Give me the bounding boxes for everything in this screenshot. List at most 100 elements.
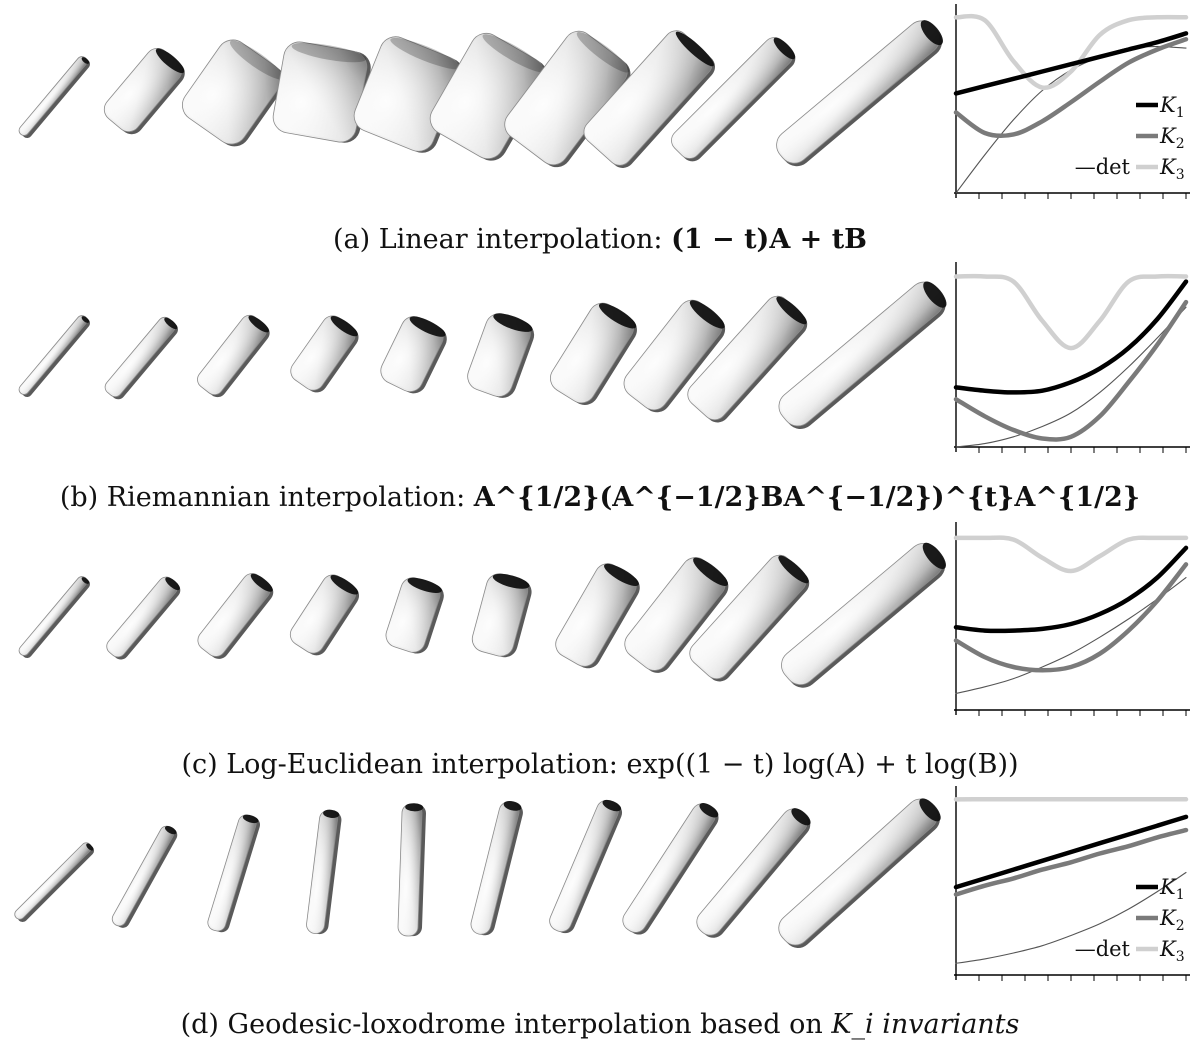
glyph-end-cap [250,573,273,592]
tensor-glyph-d-10 [778,798,941,949]
caption-b: (b) Riemannian interpolation: A^{1/2}(A^… [60,482,1140,513]
glyph-highlight [292,577,354,651]
tensor-glyph-a-2 [103,47,185,135]
glyph-highlight [106,50,180,130]
tensor-glyph-d-4 [306,809,342,935]
glyph-end-cap [923,281,947,308]
glyph-highlight [781,284,941,424]
glyph-highlight [382,318,442,390]
tensor-glyph-d-7 [549,799,623,934]
tensor-glyph-d-5 [397,803,426,937]
glyph-end-cap [773,37,796,60]
caption-d: (d) Geodesic-loxodrome interpolation bas… [181,1009,1020,1040]
glyph-end-cap [693,557,728,587]
legend-label-k3: K3 [1159,155,1185,183]
series-line-k1 [953,814,1189,890]
glyph-highlight [557,565,635,665]
caption-b-lead: (b) Riemannian interpolation: [60,482,474,513]
glyph-highlight [551,802,617,930]
legend-label-det: —det [1075,937,1131,961]
glyph-end-cap [922,542,946,570]
glyph-row-a [18,20,943,168]
glyph-end-cap [248,315,269,333]
glyph-row-b [18,281,947,429]
invariant-plot-b [953,262,1190,453]
glyph-highlight [691,557,805,677]
glyph-end-cap [920,20,943,46]
series-line-k3 [953,535,1189,574]
glyph-highlight [292,318,354,388]
caption-a-formula: (1 − t)A + tB [671,224,867,255]
legend-label-k2: K2 [1159,906,1185,934]
glyph-end-cap [492,573,530,589]
tensor-glyph-a-9 [671,37,796,162]
glyph-highlight [274,44,366,140]
tensor-glyph-b-3 [197,314,270,398]
tensor-glyph-b-8 [623,299,726,413]
tensor-glyph-b-9 [687,295,808,423]
tensor-glyph-d-2 [111,825,178,928]
glyph-end-cap [482,34,546,73]
glyph-highlight [184,42,280,142]
series-line-det [955,871,1187,964]
caption-c: (c) Log-Euclidean interpolation: exp((1 … [181,749,1018,780]
tensor-glyph-d-6 [470,801,523,936]
tensor-glyph-c-8 [624,557,729,673]
tensor-glyph-c-5 [385,577,444,654]
tensor-glyph-b-1 [18,315,90,398]
glyph-end-cap [155,48,185,74]
glyph-end-cap [675,31,714,67]
glyph-highlight [780,801,936,943]
series-line-k3 [953,273,1189,351]
glyph-end-cap [81,577,90,584]
legend-sub-k2: 2 [1176,136,1185,152]
glyph-end-cap [81,316,90,323]
glyph-end-cap [689,300,725,329]
glyph-end-cap [229,40,284,80]
glyph-end-cap [165,577,180,591]
tensor-glyph-b-5 [380,315,447,394]
caption-c-formula: exp((1 − t) log(A) + t log(B)) [626,749,1018,780]
glyph-highlight [108,579,176,655]
tensor-glyph-d-8 [622,803,719,935]
series-line-det [955,306,1187,448]
tensor-glyph-b-2 [104,316,178,400]
glyph-highlight [387,579,439,651]
tensor-glyph-c-3 [197,573,274,659]
legend-label-k1: K1 [1159,875,1185,903]
glyph-highlight [778,22,938,162]
glyph-highlight [20,317,86,393]
glyph-highlight [472,803,518,933]
glyph-end-cap [390,37,461,70]
glyph-end-cap [919,798,941,822]
series-line-k2 [953,37,1189,139]
glyph-end-cap [86,843,94,851]
glyph-highlight [209,817,255,929]
tensor-glyph-a-7 [504,30,631,168]
glyph-highlight [307,812,337,932]
glyph-end-cap [81,57,90,64]
caption-b-formula: A^{1/2}(A^{−1/2}BA^{−1/2})^{t}A^{1/2} [473,482,1140,513]
glyph-end-cap [291,42,367,63]
glyph-highlight [473,576,527,654]
series-line-k1 [953,279,1189,395]
glyph-row-d [14,798,941,949]
glyph-end-cap [776,296,807,325]
glyph-end-cap [323,809,340,818]
glyph-highlight [626,559,724,669]
legend-label-k3: K3 [1159,937,1185,965]
tensor-glyph-c-4 [289,574,360,656]
glyph-highlight [399,806,421,934]
caption-d-lead: (d) Geodesic-loxodrome interpolation bas… [181,1009,832,1040]
caption-a-lead: (a) Linear interpolation: [333,224,671,255]
glyph-end-cap [330,575,359,595]
glyph-highlight [107,319,173,395]
tensor-glyph-c-1 [18,576,90,659]
glyph-end-cap [604,563,639,587]
legend-label-k2: K2 [1159,124,1185,152]
glyph-highlight [20,58,86,134]
